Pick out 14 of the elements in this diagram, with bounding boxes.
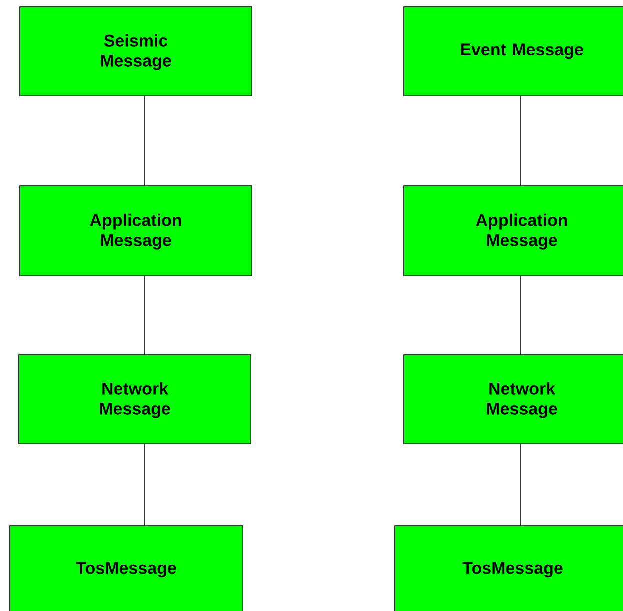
- message-box: Seismic Message: [20, 6, 252, 96]
- message-box: TosMessage: [10, 526, 244, 611]
- connector-line: [520, 444, 522, 526]
- message-box: Network Message: [18, 354, 252, 444]
- message-box: Event Message: [404, 6, 623, 96]
- connector-line: [144, 276, 146, 355]
- message-box: Application Message: [20, 186, 252, 276]
- connector-line: [144, 96, 146, 186]
- message-box: Network Message: [404, 354, 623, 444]
- connector-line: [520, 96, 522, 186]
- connector-line: [144, 444, 146, 526]
- message-box: Application Message: [404, 186, 623, 276]
- connector-line: [520, 276, 522, 355]
- message-box: TosMessage: [394, 526, 623, 611]
